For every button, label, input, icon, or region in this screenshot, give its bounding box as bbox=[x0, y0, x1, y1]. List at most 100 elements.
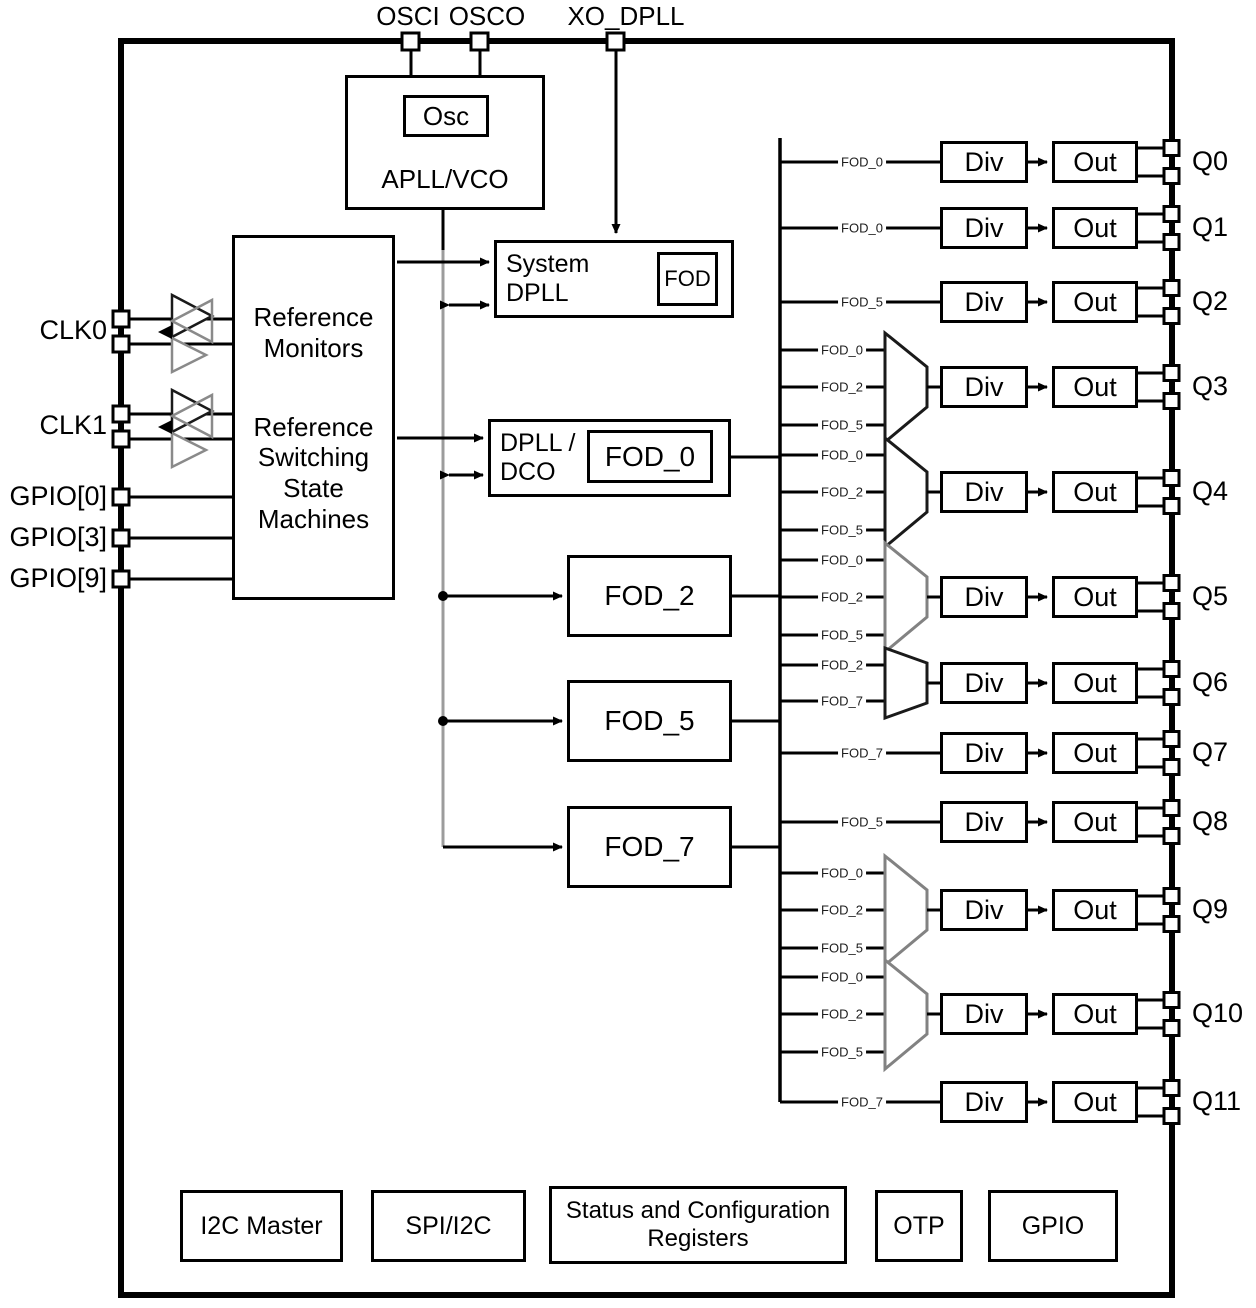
pin-gpio3 bbox=[111, 528, 131, 548]
output-pin-square bbox=[1162, 497, 1181, 515]
fod-source-label: FOD_0 bbox=[818, 342, 866, 358]
fod-source-label: FOD_0 bbox=[818, 969, 866, 985]
output-q-label: Q3 bbox=[1192, 371, 1229, 402]
fod5-block: FOD_5 bbox=[567, 680, 732, 762]
clk1-input-buffer bbox=[158, 387, 215, 470]
otp-block: OTP bbox=[875, 1190, 963, 1262]
div-box: Div bbox=[940, 207, 1028, 249]
out-box: Out bbox=[1052, 662, 1138, 704]
out-box: Out bbox=[1052, 732, 1138, 774]
out-box: Out bbox=[1052, 801, 1138, 843]
fod-source-label: FOD_5 bbox=[818, 940, 866, 956]
output-pin-square bbox=[1162, 307, 1181, 325]
div-box: Div bbox=[940, 1081, 1028, 1123]
output-pin-square bbox=[1162, 660, 1181, 678]
reference-block bbox=[232, 235, 395, 600]
output-pin-square bbox=[1162, 1019, 1181, 1037]
system-dpll-label: System DPLL bbox=[506, 249, 590, 308]
output-pin-square bbox=[1162, 827, 1181, 845]
fod-source-label: FOD_2 bbox=[818, 484, 866, 500]
pin-label-osci: OSCI bbox=[376, 0, 440, 31]
out-box: Out bbox=[1052, 281, 1138, 323]
output-pin-square bbox=[1162, 364, 1181, 382]
fod-source-label: FOD_2 bbox=[818, 589, 866, 605]
output-pin-square bbox=[1162, 688, 1181, 706]
output-q-label: Q4 bbox=[1192, 476, 1229, 507]
output-q-label: Q7 bbox=[1192, 737, 1229, 768]
output-q-label: Q5 bbox=[1192, 581, 1229, 612]
pin-label-gpio0: GPIO[0] bbox=[9, 481, 107, 512]
output-pin-square bbox=[1162, 1079, 1181, 1097]
fod-source-label: FOD_0 bbox=[818, 865, 866, 881]
pin-osco bbox=[469, 31, 490, 52]
clock-mux bbox=[883, 852, 929, 969]
clock-mux bbox=[883, 434, 929, 551]
left-pin-squares bbox=[111, 309, 131, 589]
clock-mux bbox=[883, 645, 929, 721]
pin-label-osco: OSCO bbox=[448, 0, 526, 31]
output-pin-square bbox=[1162, 469, 1181, 487]
output-pin-square bbox=[1162, 1107, 1181, 1125]
output-q-label: Q0 bbox=[1192, 146, 1229, 177]
output-pin-square bbox=[1162, 279, 1181, 297]
fod-source-label: FOD_5 bbox=[818, 522, 866, 538]
out-box: Out bbox=[1052, 207, 1138, 249]
clock-mux bbox=[883, 329, 929, 446]
output-pin-square bbox=[1162, 602, 1181, 620]
pin-clk1-p bbox=[111, 404, 131, 424]
out-box: Out bbox=[1052, 576, 1138, 618]
div-box: Div bbox=[940, 281, 1028, 323]
pin-clk0-p bbox=[111, 309, 131, 329]
fod7-block: FOD_7 bbox=[567, 806, 732, 888]
fod-source-label: FOD_0 bbox=[818, 552, 866, 568]
fod-source-label: FOD_7 bbox=[838, 745, 886, 761]
output-pin-square bbox=[1162, 167, 1181, 185]
fod-source-label: FOD_5 bbox=[818, 1044, 866, 1060]
out-box: Out bbox=[1052, 889, 1138, 931]
fod-source-label: FOD_7 bbox=[838, 1094, 886, 1110]
div-box: Div bbox=[940, 801, 1028, 843]
fod-output-wires bbox=[731, 455, 781, 849]
pin-label-gpio3: GPIO[3] bbox=[9, 522, 107, 553]
fod-source-label: FOD_2 bbox=[818, 657, 866, 673]
output-q-label: Q11 bbox=[1192, 1086, 1242, 1117]
fod-source-label: FOD_5 bbox=[838, 814, 886, 830]
out-box: Out bbox=[1052, 366, 1138, 408]
output-pin-square bbox=[1162, 915, 1181, 933]
div-box: Div bbox=[940, 662, 1028, 704]
status-config-registers-block: Status and Configuration Registers bbox=[549, 1186, 847, 1264]
div-box: Div bbox=[940, 732, 1028, 774]
div-box: Div bbox=[940, 141, 1028, 183]
div-box: Div bbox=[940, 366, 1028, 408]
osc-block: Osc bbox=[403, 95, 489, 137]
clock-mux bbox=[883, 956, 929, 1073]
system-dpll-fod-block: FOD bbox=[657, 252, 718, 306]
output-pin-square bbox=[1162, 139, 1181, 157]
i2c-master-block: I2C Master bbox=[180, 1190, 343, 1262]
fod-source-label: FOD_0 bbox=[818, 447, 866, 463]
output-pin-square bbox=[1162, 205, 1181, 223]
top-pin-wires bbox=[409, 50, 621, 234]
output-pin-square bbox=[1162, 758, 1181, 776]
output-q-label: Q2 bbox=[1192, 286, 1229, 317]
pin-gpio9 bbox=[111, 569, 131, 589]
apll-vco-label: APLL/VCO bbox=[381, 163, 509, 194]
fod-source-label: FOD_2 bbox=[818, 1006, 866, 1022]
spi-i2c-block: SPI/I2C bbox=[371, 1190, 526, 1262]
fod-source-label: FOD_5 bbox=[818, 417, 866, 433]
fod-source-label: FOD_5 bbox=[838, 294, 886, 310]
fod-source-label: FOD_5 bbox=[818, 627, 866, 643]
pin-xo-dpll bbox=[605, 31, 626, 52]
reference-monitors-label: Reference Monitors bbox=[253, 302, 374, 363]
gpio-block: GPIO bbox=[988, 1190, 1118, 1262]
fod-source-label: FOD_0 bbox=[838, 220, 886, 236]
output-pin-square bbox=[1162, 574, 1181, 592]
div-box: Div bbox=[940, 889, 1028, 931]
fod-source-label: FOD_2 bbox=[818, 902, 866, 918]
pin-clk1-n bbox=[111, 429, 131, 449]
output-q-label: Q10 bbox=[1192, 998, 1244, 1029]
output-pin-square bbox=[1162, 233, 1181, 251]
